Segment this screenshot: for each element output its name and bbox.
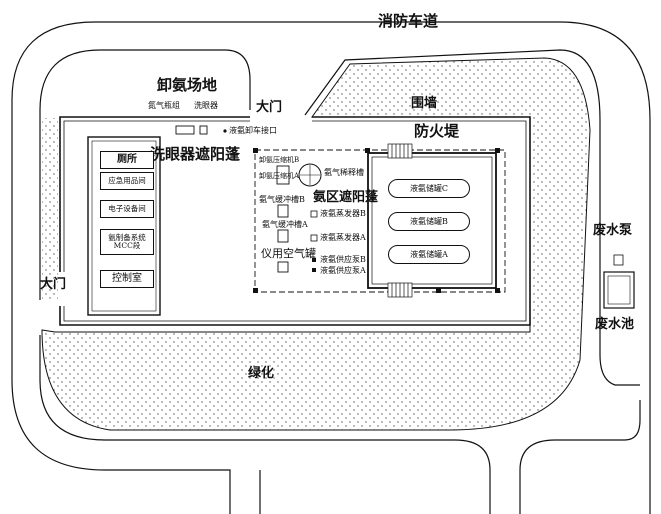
greening-left-strip — [42, 118, 58, 300]
dike-label: 防火堤 — [414, 122, 460, 140]
gate-top-label[interactable]: 大门 — [256, 100, 283, 115]
nitrogen-cylinder-symbol — [175, 125, 195, 135]
compressor-a-label: 卸氨压缩机A — [259, 172, 300, 180]
buffer-b-label: 氨气缓冲槽B — [259, 195, 305, 204]
bottom-road-edge-right — [519, 400, 641, 514]
storage-tank-a: 液氨储罐A — [388, 245, 470, 264]
control-building — [87, 136, 161, 316]
waste-pool-label: 废水池 — [595, 317, 635, 332]
fire-road-inner-edge-right — [304, 49, 640, 386]
gate-left-label[interactable]: 大门 — [40, 277, 67, 292]
evaporator-b-label: 液氨蒸发器B — [320, 209, 366, 218]
room-mcc: 氨制备系统MCC段 — [100, 229, 154, 255]
eyewash-label: 洗眼器 — [194, 101, 218, 110]
waste-pool — [603, 271, 635, 309]
dike-stairs — [387, 143, 413, 298]
storage-tank-b: 液氨储罐B — [388, 212, 470, 231]
pump-a-label: 液氨供应泵A — [320, 266, 366, 275]
room-emergency-supplies: 应急用品间 — [100, 172, 154, 190]
storage-tank-c: 液氨储罐C — [388, 179, 470, 198]
fire-dike — [367, 152, 497, 289]
greening-label: 绿化 — [248, 366, 275, 381]
ammonia-shade-label: 氨区遮阳蓬 — [313, 190, 379, 205]
wall-label: 围墙 — [411, 96, 438, 111]
evaporator-a-label: 液氨蒸发器A — [320, 233, 366, 242]
room-electronic-equipment: 电子设备间 — [100, 200, 154, 218]
fire-road-outer-edge — [11, 21, 651, 514]
waste-pump-label: 废水泵 — [593, 223, 633, 238]
unloading-site-label: 卸氨场地 — [157, 76, 218, 94]
greening-area — [41, 57, 591, 431]
enclosure-wall — [59, 116, 531, 326]
air-tank-label: 仪用空气罐 — [261, 247, 316, 260]
enclosure-wall-inner — [63, 120, 527, 322]
waste-pump-symbol — [613, 254, 624, 266]
eyewash-symbol — [199, 125, 208, 135]
canopy-columns — [253, 148, 500, 293]
bottom-road-edge — [39, 335, 491, 514]
eyewash-shade-label: 洗眼器遮阳蓬 — [150, 145, 241, 163]
compressor-b-label: 卸氨压缩机B — [259, 156, 300, 164]
pump-b-label: 液氨供应泵B — [320, 255, 366, 264]
dilution-tank-label: 氨气稀释槽 — [324, 168, 364, 177]
fire-road-label: 消防车道 — [378, 12, 439, 30]
air-tank-symbol — [277, 261, 289, 273]
buffer-a-label: 氨气缓冲槽A — [262, 220, 308, 229]
room-toilet: 厕所 — [100, 151, 154, 169]
ammonia-shade-canopy — [254, 149, 506, 293]
nitrogen-cylinders-label: 氮气瓶组 — [148, 101, 180, 110]
unloading-connector-label: 液氨卸车接口 — [229, 126, 277, 135]
room-control: 控制室 — [100, 270, 154, 288]
compressor-symbol — [276, 165, 290, 185]
fire-road-inner-edge — [39, 49, 251, 300]
dilution-tank-symbol — [298, 163, 322, 187]
